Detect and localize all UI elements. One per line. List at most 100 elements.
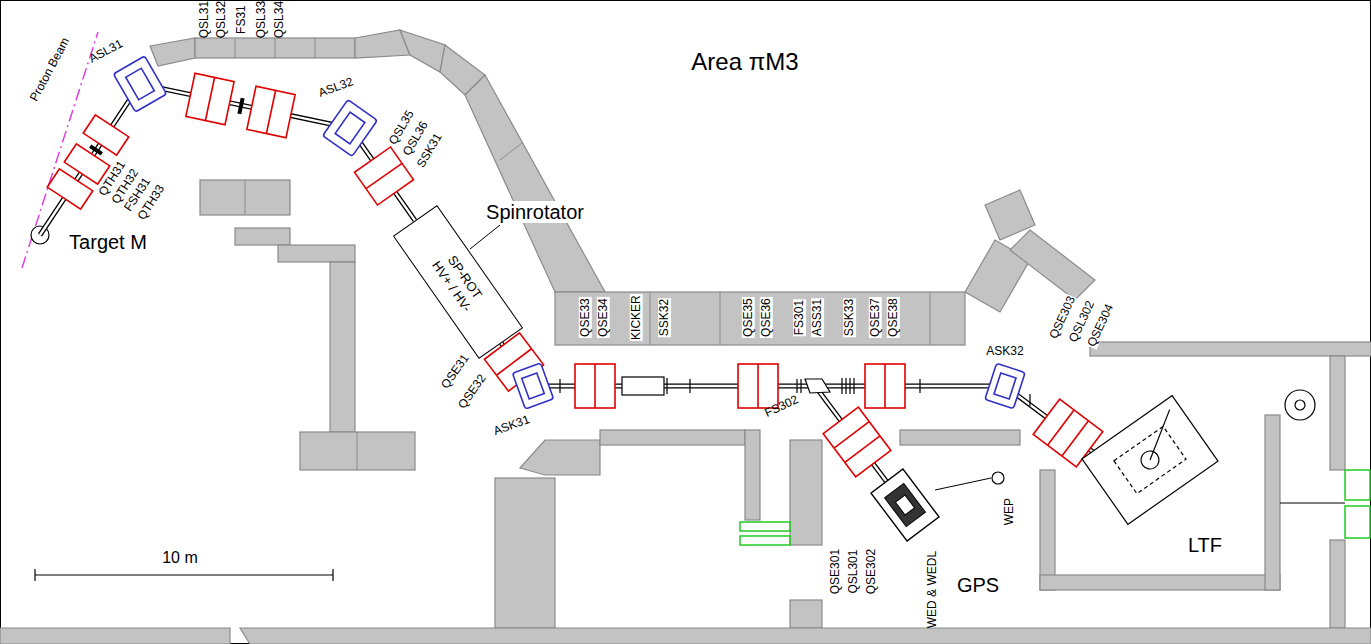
shielding-block — [555, 292, 965, 345]
quadrupole-magnet — [884, 364, 886, 408]
dipole-magnet — [994, 373, 1016, 399]
shielding-block — [1330, 540, 1345, 628]
quadrupole-magnet — [83, 115, 128, 155]
ltf-detector — [1082, 390, 1315, 524]
quadrupole-magnet — [575, 364, 615, 408]
shielding-block — [235, 228, 290, 245]
magnet-label: QSE36 — [759, 298, 772, 339]
element-label: SSK33 — [843, 298, 856, 337]
ltf-detector — [1082, 396, 1218, 525]
shielding-block — [0, 30, 1371, 644]
section-label: Spinrotator — [485, 201, 585, 223]
detector-label: WED & WEDL — [926, 550, 939, 629]
dipole-magnet — [323, 100, 378, 157]
shielding-block — [520, 440, 600, 475]
door — [740, 536, 790, 545]
shielding-block — [195, 38, 355, 58]
shielding-block — [1090, 342, 1371, 356]
slit-marker — [89, 98, 245, 156]
block-joint — [720, 292, 721, 345]
area-label: GPS — [956, 574, 1000, 596]
quadrupole-magnet — [823, 407, 891, 477]
dipole-magnet — [512, 363, 553, 409]
quadrupole-magnet — [845, 436, 880, 462]
magnet-label: QSL34 — [273, 0, 286, 39]
magnet-label: ASK32 — [985, 345, 1024, 358]
dipole-magnet — [113, 56, 166, 112]
scale-bar — [332, 569, 333, 581]
door — [1345, 470, 1370, 500]
magnet-label: QSL31 — [198, 0, 211, 39]
magnet-label: QSE301 — [829, 548, 842, 595]
shielding-block — [150, 38, 195, 66]
dipole-magnet — [126, 68, 155, 100]
quadrupole-magnet — [64, 144, 109, 184]
slit-marker — [89, 144, 103, 155]
quadrupole-magnet — [186, 73, 234, 124]
shielding-block — [465, 75, 605, 292]
shielding-block — [1330, 356, 1345, 470]
slit-marker — [89, 144, 103, 155]
scale-label: 10 m — [161, 549, 199, 567]
shielding-block — [790, 440, 822, 545]
quadrupole-magnet — [1048, 410, 1074, 445]
beam-pipe — [40, 84, 1130, 493]
quadrupole-magnet — [1062, 421, 1088, 456]
magnet-label: QSE34 — [596, 298, 609, 339]
quadrupole-magnet — [186, 73, 234, 124]
quadrupole-magnet — [366, 163, 402, 188]
block-joint — [315, 38, 316, 58]
block-joint — [650, 292, 651, 345]
element-label: SSK32 — [658, 298, 671, 337]
shielding-block — [1265, 415, 1280, 590]
shielding-block — [745, 430, 760, 520]
shielding-block — [330, 262, 355, 432]
quadrupole-magnet — [594, 364, 596, 408]
gps-detector — [871, 469, 939, 541]
shielding-block — [200, 180, 290, 215]
quadrupole-magnet — [865, 364, 905, 408]
beam-pipe — [40, 84, 1130, 480]
dipole-magnet — [985, 363, 1025, 408]
magnet-label: QSE35 — [741, 298, 754, 339]
quadrupole-magnet — [266, 90, 275, 133]
shielding-block — [1040, 575, 1280, 590]
magnet-label: QSL33 — [255, 0, 268, 39]
block-joint — [235, 38, 236, 58]
block-joint — [245, 180, 246, 215]
area-label: LTF — [1187, 534, 1223, 556]
dipole-magnet — [113, 56, 1025, 409]
block-joint — [500, 143, 522, 160]
shielding-block — [790, 600, 822, 628]
shielding-block — [0, 628, 230, 644]
scale-bar — [35, 569, 333, 581]
ltf-detector — [1295, 400, 1305, 410]
shielding-block — [400, 30, 445, 72]
shielding-block — [600, 430, 745, 445]
quadrupole-magnet — [865, 364, 905, 408]
dipole-magnet — [113, 56, 166, 112]
gps-detector — [895, 495, 914, 515]
block-joint — [357, 432, 358, 470]
quadrupole-magnet — [757, 364, 759, 408]
kicker-box — [622, 377, 664, 395]
slit-label: FS301 — [793, 299, 806, 336]
block-joint — [930, 292, 931, 345]
bend-chamber — [805, 379, 830, 393]
quadrupole-magnet — [355, 147, 414, 205]
magnet-label: QSE33 — [578, 298, 591, 339]
quadrupole-magnet — [205, 77, 214, 120]
dipole-magnet — [335, 112, 365, 144]
quadrupole-magnet — [738, 364, 778, 408]
scale-bar — [35, 574, 333, 575]
magnet-label: QSE38 — [886, 298, 899, 339]
shielding-block — [1010, 230, 1095, 300]
magnet-label: QSE302 — [865, 548, 878, 595]
door — [740, 522, 790, 531]
dipole-magnet — [985, 363, 1025, 408]
shielding-block — [278, 245, 355, 262]
door — [740, 470, 1370, 545]
slit-marker — [237, 98, 244, 114]
